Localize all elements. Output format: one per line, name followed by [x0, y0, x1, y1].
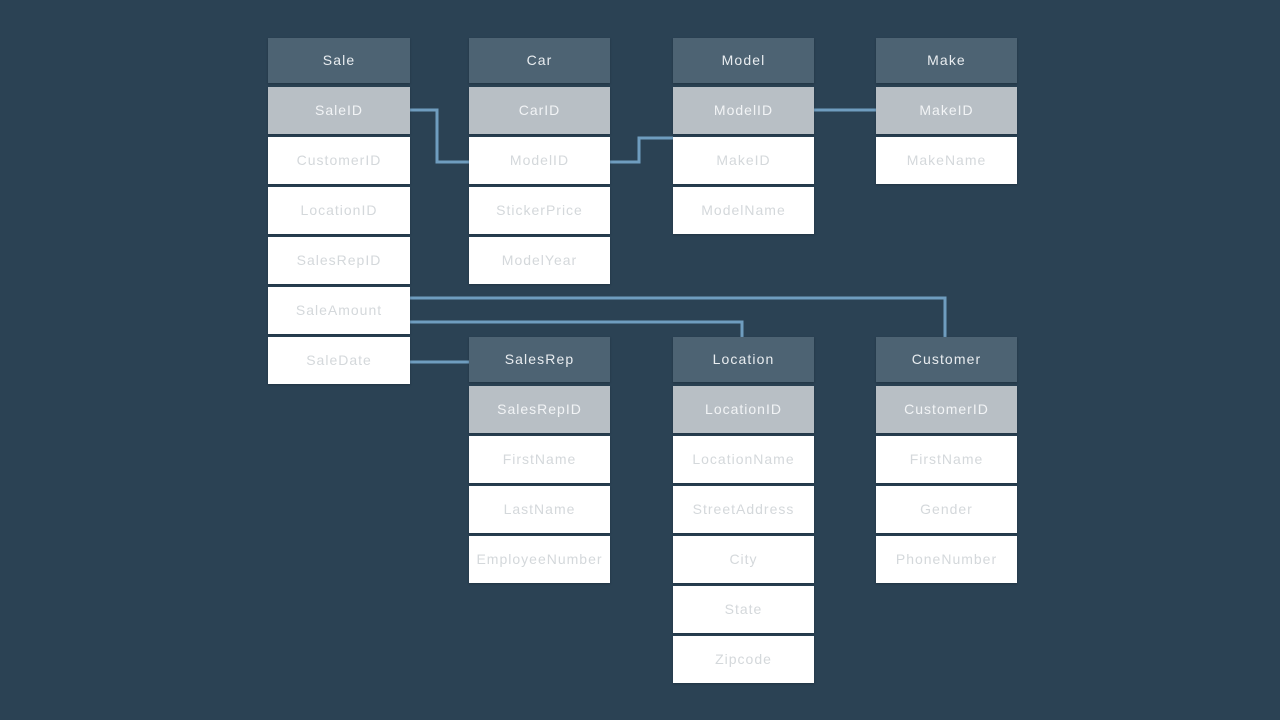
- field-row-phonenumber: PhoneNumber: [876, 536, 1017, 583]
- field-row-modelname: ModelName: [673, 187, 814, 234]
- table-title: Model: [673, 38, 814, 83]
- connector-sale-saleamount-to-location: [410, 320, 744, 341]
- connector-sale-saleamount-to-customer: [410, 296, 947, 341]
- field-row-locationid: LocationID: [673, 386, 814, 433]
- field-row-lastname: LastName: [469, 486, 610, 533]
- field-row-firstname: FirstName: [469, 436, 610, 483]
- connector-car-modelid-to-model-modelid: [610, 136, 673, 164]
- field-row-zipcode: Zipcode: [673, 636, 814, 683]
- field-row-modelid: ModelID: [673, 87, 814, 134]
- field-row-state: State: [673, 586, 814, 633]
- table-title: Customer: [876, 337, 1017, 382]
- field-row-gender: Gender: [876, 486, 1017, 533]
- field-row-modelyear: ModelYear: [469, 237, 610, 284]
- field-row-locationid: LocationID: [268, 187, 410, 234]
- field-row-customerid: CustomerID: [268, 137, 410, 184]
- table-title: Sale: [268, 38, 410, 83]
- table-title: SalesRep: [469, 337, 610, 382]
- table-title: Location: [673, 337, 814, 382]
- field-row-carid: CarID: [469, 87, 610, 134]
- field-row-saleid: SaleID: [268, 87, 410, 134]
- field-row-customerid: CustomerID: [876, 386, 1017, 433]
- field-row-modelid: ModelID: [469, 137, 610, 184]
- field-row-stickerprice: StickerPrice: [469, 187, 610, 234]
- connector-sale-saleid-to-car-modelid: [410, 108, 469, 164]
- field-row-employeenumber: EmployeeNumber: [469, 536, 610, 583]
- field-row-saleamount: SaleAmount: [268, 287, 410, 334]
- table-title: Car: [469, 38, 610, 83]
- field-row-makeid: MakeID: [876, 87, 1017, 134]
- field-row-locationname: LocationName: [673, 436, 814, 483]
- field-row-firstname: FirstName: [876, 436, 1017, 483]
- field-row-city: City: [673, 536, 814, 583]
- field-row-makename: MakeName: [876, 137, 1017, 184]
- field-row-makeid: MakeID: [673, 137, 814, 184]
- field-row-salesrepid: SalesRepID: [268, 237, 410, 284]
- field-row-streetaddress: StreetAddress: [673, 486, 814, 533]
- field-row-salesrepid: SalesRepID: [469, 386, 610, 433]
- table-title: Make: [876, 38, 1017, 83]
- field-row-saledate: SaleDate: [268, 337, 410, 384]
